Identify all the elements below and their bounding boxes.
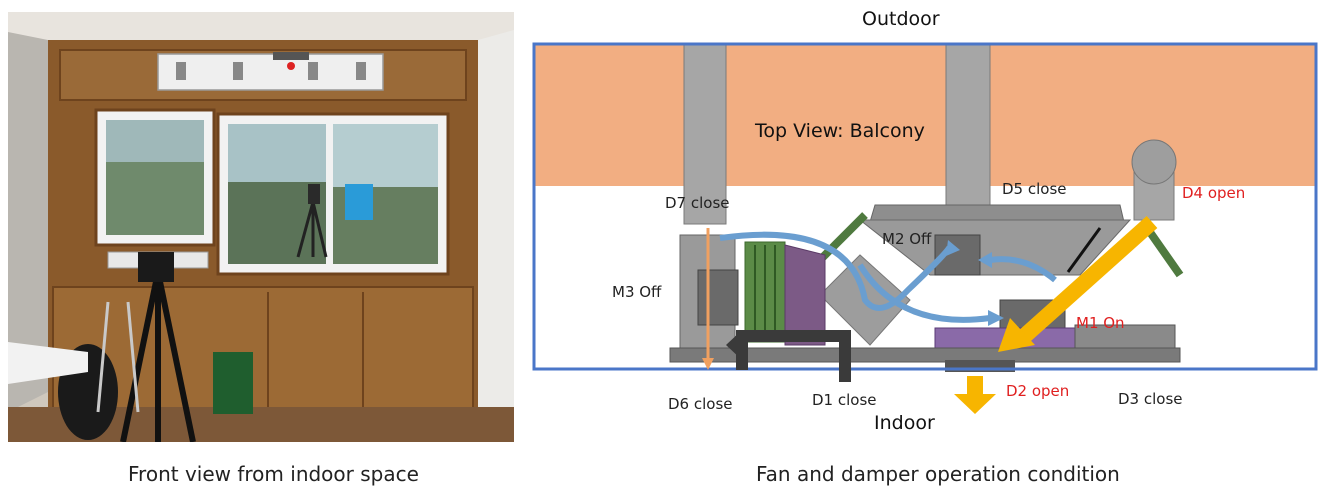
- operation-diagram: Outdoor Top View: Balcony D7 close D5 cl…: [520, 0, 1331, 440]
- flow-arrow-active: [1014, 216, 1158, 346]
- flow-arrow-2: [857, 263, 991, 323]
- photo-caption: Front view from indoor space: [128, 462, 419, 486]
- indoor-photo: [8, 12, 514, 442]
- label-d3: D3 close: [1118, 390, 1183, 408]
- flow-arrow-1: [719, 231, 953, 311]
- outdoor-label: Outdoor: [862, 8, 940, 30]
- unit-frame: [532, 42, 1318, 371]
- label-d7: D7 close: [665, 194, 730, 212]
- label-d5: D5 close: [1002, 180, 1067, 198]
- duct-d5: [945, 43, 991, 213]
- trash-bin: [213, 352, 253, 414]
- exit-arrow: [954, 376, 996, 414]
- ventilation-unit: [157, 53, 384, 91]
- label-m2: M2 Off: [882, 230, 932, 248]
- view-label: Top View: Balcony: [755, 120, 925, 142]
- indoor-photo-illustration: [8, 12, 514, 442]
- label-d6: D6 close: [668, 395, 733, 413]
- label-d2: D2 open: [1006, 382, 1070, 400]
- flow-arrow-3: [989, 256, 1057, 283]
- outdoor-zone: [534, 44, 1316, 186]
- label-m3: M3 Off: [612, 283, 662, 301]
- operation-diagram-svg: [532, 42, 1318, 414]
- label-m1: M1 On: [1076, 314, 1125, 332]
- diagram-caption: Fan and damper operation condition: [756, 462, 1120, 486]
- label-d1: D1 close: [812, 391, 877, 409]
- label-d4: D4 open: [1182, 184, 1246, 202]
- indoor-label: Indoor: [874, 412, 935, 434]
